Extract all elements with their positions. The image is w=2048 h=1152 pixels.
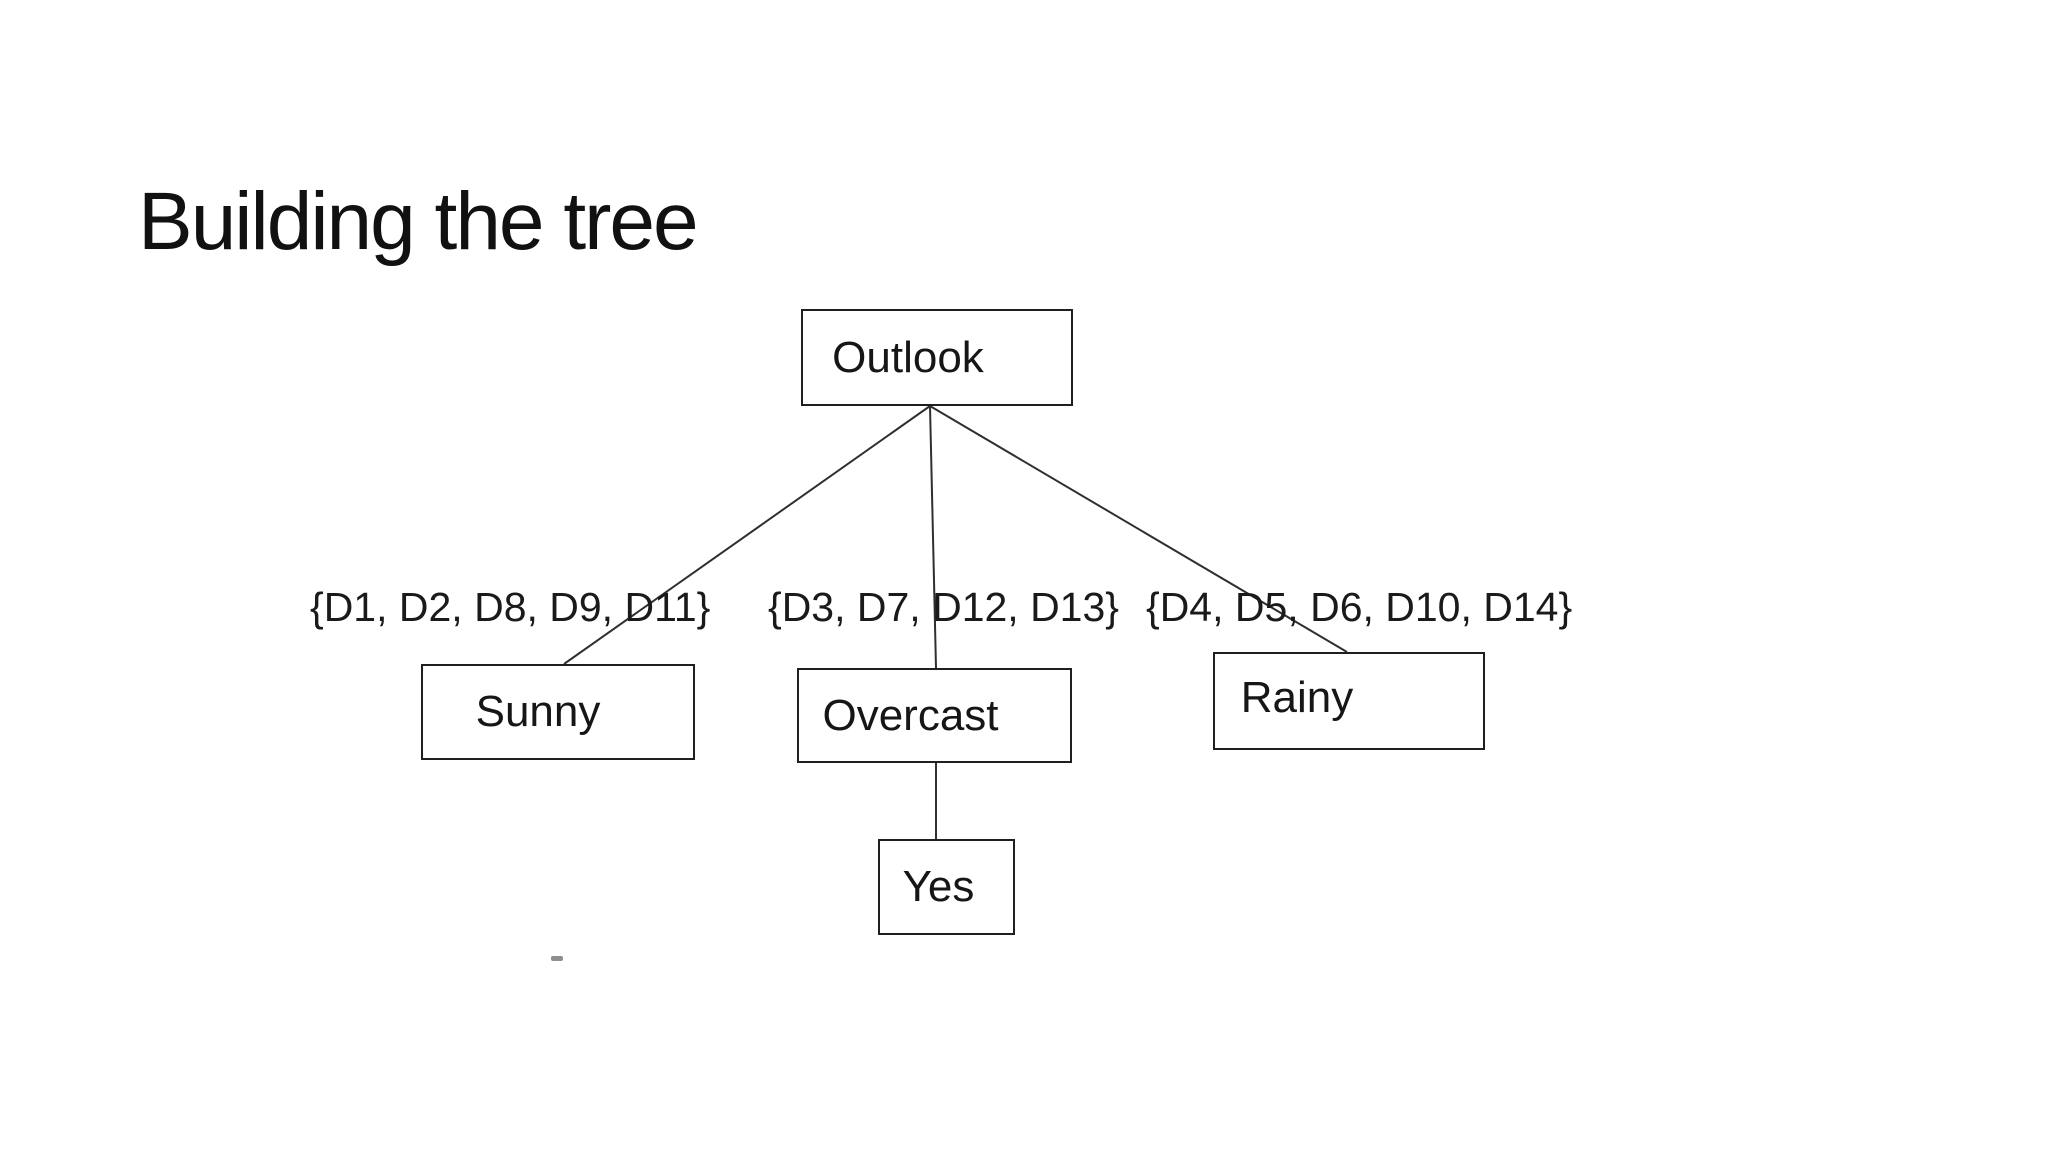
tree-node-rainy: Rainy bbox=[1213, 652, 1485, 750]
edge-label-rainy-subset: {D4, D5, D6, D10, D14} bbox=[1146, 584, 1573, 630]
edge-label-sunny-subset: {D1, D2, D8, D9, D11} bbox=[310, 584, 711, 630]
stray-dash-mark bbox=[551, 956, 563, 961]
tree-node-yes: Yes bbox=[878, 839, 1015, 935]
tree-node-overcast: Overcast bbox=[797, 668, 1072, 763]
tree-node-sunny: Sunny bbox=[421, 664, 695, 760]
slide-title: Building the tree bbox=[138, 175, 699, 267]
edge-label-overcast-subset: {D3, D7, D12, D13} bbox=[768, 584, 1119, 630]
tree-node-outlook: Outlook bbox=[801, 309, 1073, 406]
